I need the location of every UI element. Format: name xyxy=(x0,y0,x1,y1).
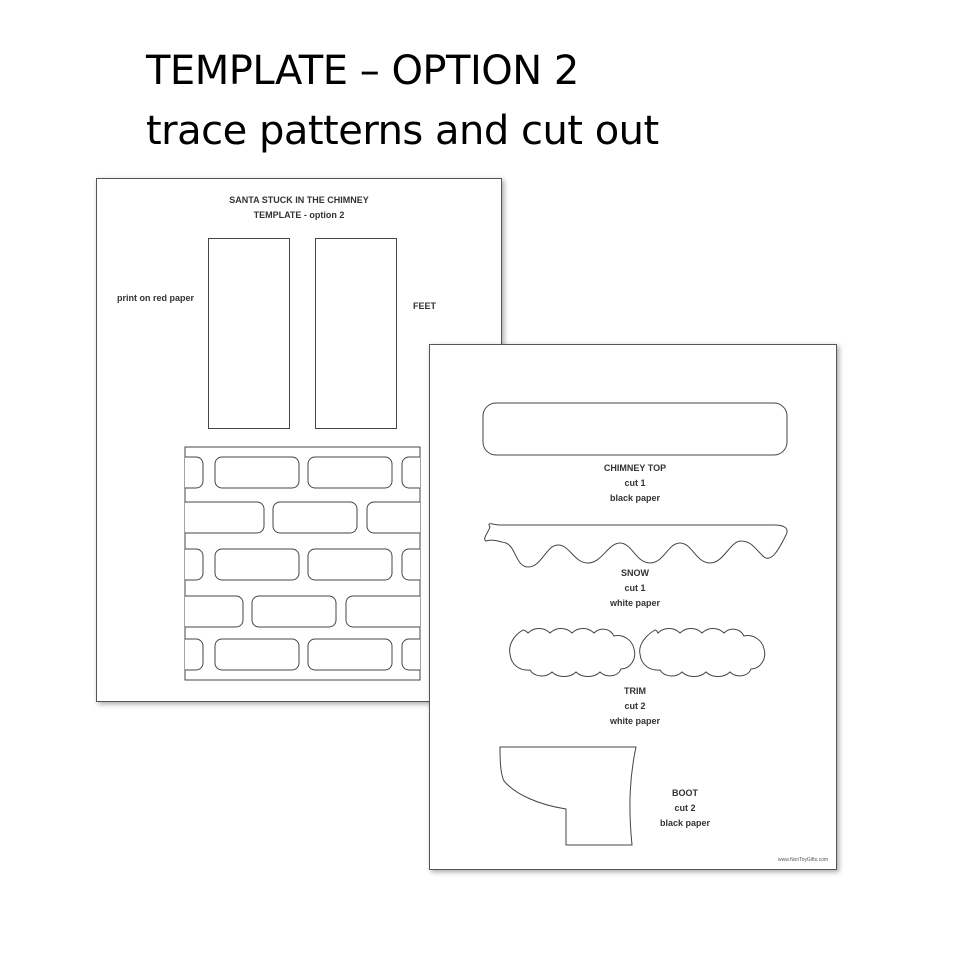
feet-label: FEET xyxy=(413,301,437,311)
pieces-artwork xyxy=(482,402,788,846)
chimney-top-shape xyxy=(482,402,788,456)
trim-shape-right xyxy=(639,628,766,677)
boot-name: BOOT xyxy=(672,788,698,798)
boot-count: cut 2 xyxy=(674,803,696,813)
template-sheet-pieces: CHIMNEY TOP cut 1 black paper SNOW cut 1… xyxy=(429,344,837,870)
trim-shape-left xyxy=(509,628,636,677)
print-note: print on red paper xyxy=(117,293,195,303)
chimney-top-name: CHIMNEY TOP xyxy=(603,463,667,473)
snow-name: SNOW xyxy=(621,568,649,578)
snow-paper: white paper xyxy=(609,598,660,608)
trim-paper: white paper xyxy=(609,716,660,726)
snow-shape xyxy=(484,523,788,568)
sheet-title: SANTA STUCK IN THE CHIMNEY xyxy=(229,195,369,205)
chimney-top-count: cut 1 xyxy=(624,478,646,488)
footer-url: www.NonToyGifts.com xyxy=(778,857,829,863)
page-heading: TEMPLATE – OPTION 2 xyxy=(146,48,579,94)
page-subheading: trace patterns and cut out xyxy=(146,108,659,154)
sheet-subtitle: TEMPLATE - option 2 xyxy=(253,210,345,220)
snow-count: cut 1 xyxy=(624,583,646,593)
chimney-top-paper: black paper xyxy=(609,493,661,503)
feet-strip-left xyxy=(208,238,290,429)
trim-name: TRIM xyxy=(624,686,646,696)
feet-strip-right xyxy=(315,238,397,429)
brick-chimney-pattern xyxy=(184,446,421,681)
trim-count: cut 2 xyxy=(624,701,646,711)
boot-paper: black paper xyxy=(659,818,711,828)
boot-shape xyxy=(499,746,637,846)
